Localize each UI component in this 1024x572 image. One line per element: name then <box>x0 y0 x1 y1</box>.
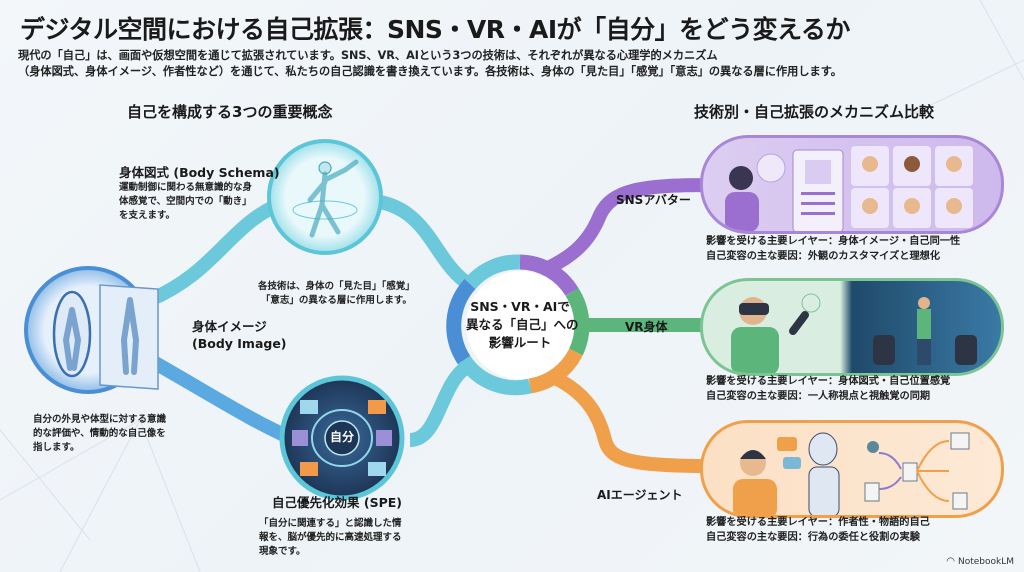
hub-label: SNS・VR・AIで 異なる「自己」への 影響ルート <box>466 298 579 352</box>
desc-line: を支えます。 <box>119 210 176 221</box>
avatar-customization-icon <box>700 135 1004 234</box>
robot-icon <box>700 420 1004 518</box>
tech-factor: 自己変容の主な要因：一人称視点と視触覚の同期 <box>706 391 931 402</box>
mirror-icon <box>24 266 159 394</box>
brand-label: NotebookLM <box>957 556 1014 567</box>
note-line: 「意志」の異なる層に作用します。 <box>260 295 412 306</box>
brain-icon <box>279 375 405 501</box>
right-section-heading: 技術別・自己拡張のメカニズム比較 <box>694 103 935 121</box>
tech-info-vr: 影響を受ける主要レイヤー：身体図式・自己位置感覚 自己変容の主な要因：一人称視点… <box>706 374 950 404</box>
left-section-heading: 自己を構成する3つの重要概念 <box>127 103 333 121</box>
title-line: (Body Image) <box>192 336 287 351</box>
connector-hub-to-ai <box>551 371 711 473</box>
technology-note: 各技術は、身体の「見た目」「感覚」 「意志」の異なる層に作用します。 <box>258 280 415 308</box>
tech-info-sns: 影響を受ける主要レイヤー：身体イメージ・自己同一性 自己変容の主な要因：外観のカ… <box>706 234 960 264</box>
desc-line: 指します。 <box>33 442 80 453</box>
tech-label-vr: VR身体 <box>625 320 668 334</box>
connector-hub-to-sns <box>544 178 711 275</box>
hub-line: 異なる「自己」への <box>466 317 579 332</box>
tech-label-ai: AIエージェント <box>597 488 683 502</box>
hub-circle <box>466 271 574 379</box>
desc-line: 現象です。 <box>259 546 306 557</box>
desc-line: 体感覚で、空間内での「動き」 <box>119 196 252 207</box>
title-line: 身体イメージ <box>192 319 267 334</box>
concept-spe-desc: 「自分に関連する」と認識した情 報を、脳が優先的に高速処理する 現象です。 <box>259 517 402 559</box>
note-line: 各技術は、身体の「見た目」「感覚」 <box>258 281 415 292</box>
tech-layer: 影響を受ける主要レイヤー：身体図式・自己位置感覚 <box>706 376 951 387</box>
connector-body-image-to-spe <box>146 353 298 447</box>
subtitle-line: （身体図式、身体イメージ、作者性など）を通じて、私たちの自己認識を書き換えていま… <box>18 65 842 78</box>
notebooklm-brand: ◠ NotebookLM <box>946 556 1014 567</box>
tech-layer: 影響を受ける主要レイヤー：作者性・物語的自己 <box>706 517 930 528</box>
concept-body-image-title: 身体イメージ (Body Image) <box>192 318 287 352</box>
tech-layer: 影響を受ける主要レイヤー：身体イメージ・自己同一性 <box>706 236 961 247</box>
tech-factor: 自己変容の主な要因：行為の委任と役割の実験 <box>706 532 920 543</box>
tech-factor: 自己変容の主な要因：外観のカスタマイズと理想化 <box>706 251 941 262</box>
hub-line: SNS・VR・AIで <box>470 299 570 314</box>
desc-line: 報を、脳が優先的に高速処理する <box>259 532 402 543</box>
desc-line: 自分の外見や体型に対する意識 <box>33 414 167 425</box>
concept-spe-title: 自己優先化効果 (SPE) <box>272 495 402 510</box>
desc-line: 的な評価や、情動的な自己像を <box>33 428 166 439</box>
page-title: デジタル空間における自己拡張：SNS・VR・AIが「自分」をどう変えるか <box>20 15 850 44</box>
connector-spe-to-hub <box>408 358 474 447</box>
tech-label-sns: SNSアバター <box>616 193 691 207</box>
hub-line: 影響ルート <box>488 335 552 350</box>
tech-info-ai: 影響を受ける主要レイヤー：作者性・物語的自己 自己変容の主な要因：行為の委任と役… <box>706 515 930 545</box>
concept-body-schema: 身体図式 (Body Schema) 運動制御に関わる無意識的な身 体感覚で、空… <box>119 164 280 223</box>
notebooklm-logo-icon: ◠ <box>946 556 955 567</box>
desc-line: 運動制御に関わる無意識的な身 <box>119 182 253 193</box>
concept-body-image-desc: 自分の外見や体型に対する意識 的な評価や、情動的な自己像を 指します。 <box>33 413 166 455</box>
subtitle-line: 現代の「自己」は、画面や仮想空間を通じて拡張されています。SNS、VR、AIとい… <box>18 49 718 62</box>
walking-body-icon <box>267 139 383 255</box>
brain-self-label: 自分 <box>329 430 354 444</box>
desc-line: 「自分に関連する」と認識した情 <box>259 518 402 529</box>
page-subtitle: 現代の「自己」は、画面や仮想空間を通じて拡張されています。SNS、VR、AIとい… <box>18 48 842 80</box>
vr-headset-icon <box>700 278 1004 376</box>
concept-title: 身体図式 (Body Schema) <box>119 165 280 180</box>
concept-desc: 運動制御に関わる無意識的な身 体感覚で、空間内での「動き」 を支えます。 <box>119 181 280 223</box>
